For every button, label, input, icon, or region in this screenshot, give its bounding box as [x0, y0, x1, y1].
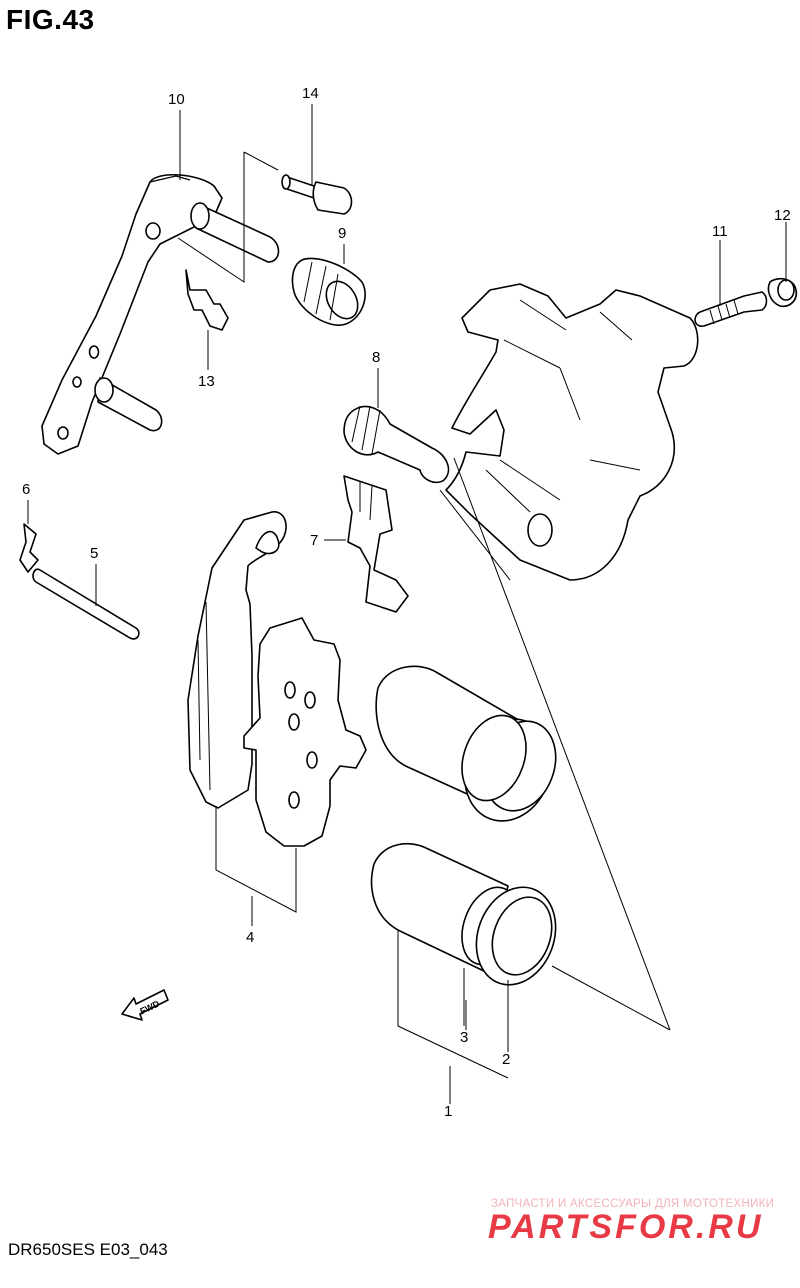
callout-13: 13 [198, 373, 215, 390]
retainer-part-6[interactable] [19, 523, 39, 573]
pad-spring-part-7[interactable] [343, 475, 409, 613]
bleeder-screw-part-11[interactable] [694, 291, 768, 327]
pad-pin-part-5[interactable] [32, 568, 140, 640]
callout-3: 3 [460, 1029, 468, 1046]
callout-8: 8 [372, 349, 380, 366]
callout-5: 5 [90, 545, 98, 562]
callout-10: 10 [168, 91, 185, 108]
fwd-arrow-icon: FWD [121, 989, 169, 1021]
callout-7: 7 [310, 532, 318, 549]
watermark-logo-text: PARTSFOR.RU [488, 1208, 763, 1246]
figure-code: DR650SES E03_043 [8, 1240, 168, 1259]
boot-part-9[interactable] [291, 257, 366, 326]
upper-piston-assembly[interactable] [375, 665, 568, 833]
figure-title: FIG.43 [6, 4, 95, 35]
callout-4: 4 [246, 929, 254, 946]
watermark-caption: ЗАПЧАСТИ И АКСЕССУАРЫ ДЛЯ МОТОТЕХНИКИ [491, 1198, 775, 1210]
callout-1: 1 [444, 1103, 452, 1120]
bolt-part-14[interactable] [281, 174, 353, 215]
dust-seal-part-2[interactable] [463, 876, 569, 996]
callout-11: 11 [712, 223, 728, 240]
caliper-bracket-part-10[interactable] [41, 151, 280, 455]
callout-2: 2 [502, 1051, 510, 1068]
bleeder-cap-part-12[interactable] [767, 277, 798, 308]
callout-9: 9 [338, 225, 346, 242]
watermark-logo: PARTSFOR.RU [488, 1208, 763, 1246]
callout-14: 14 [302, 85, 319, 102]
brake-pad-set-part-4[interactable] [187, 511, 367, 913]
caliper-body[interactable] [445, 283, 699, 581]
callout-6: 6 [22, 481, 30, 498]
clip-part-13[interactable] [185, 269, 229, 331]
callout-12: 12 [774, 207, 791, 224]
slide-pin-part-8[interactable] [343, 405, 450, 484]
